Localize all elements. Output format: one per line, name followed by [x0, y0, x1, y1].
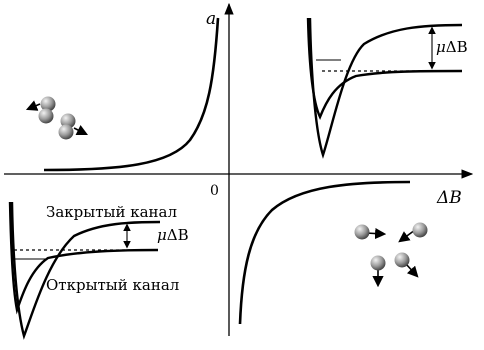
closed-channel-potential-bottom: [10, 201, 161, 340]
atom-icon: [40, 96, 56, 112]
curve-branch-left: [43, 17, 220, 172]
arrow-icon: [405, 263, 419, 278]
x-axis-label: ΔB: [436, 188, 462, 208]
open-channel-potential-bottom: [8, 201, 159, 315]
axes: [4, 2, 474, 336]
atom-icon: [370, 255, 386, 271]
arrow-icon: [398, 229, 416, 243]
mu-delta-b-label-bottom: μΔB: [157, 226, 189, 244]
potential-inset-top-right: [306, 17, 463, 159]
mu-delta-b-label-top: μΔB: [436, 38, 468, 56]
delta-b-bottom: ΔB: [167, 226, 189, 244]
scattering-length-curve: [43, 17, 411, 325]
atom-icon: [354, 224, 370, 240]
atom-icon: [394, 252, 410, 268]
atom-icon: [58, 124, 74, 140]
delta-b-top: ΔB: [446, 38, 468, 56]
atom-icon: [412, 222, 428, 238]
mu-symbol-bottom: μ: [157, 226, 167, 244]
atom-pair-icon-molecule: [25, 96, 89, 140]
atom-icon: [38, 108, 54, 124]
free-atoms: [354, 222, 428, 288]
closed-channel-label: Закрытый канал: [46, 203, 177, 221]
closed-channel-potential-top: [308, 17, 463, 159]
potential-inset-bottom-left: [8, 201, 161, 340]
origin-label: 0: [210, 183, 219, 199]
curve-branch-right: [238, 180, 411, 325]
arrow-icon: [25, 100, 41, 111]
mu-symbol-top: μ: [436, 38, 446, 56]
y-axis-label: a: [206, 9, 216, 29]
arrow-icon: [73, 124, 89, 136]
open-channel-label: Открытый канал: [46, 276, 179, 294]
